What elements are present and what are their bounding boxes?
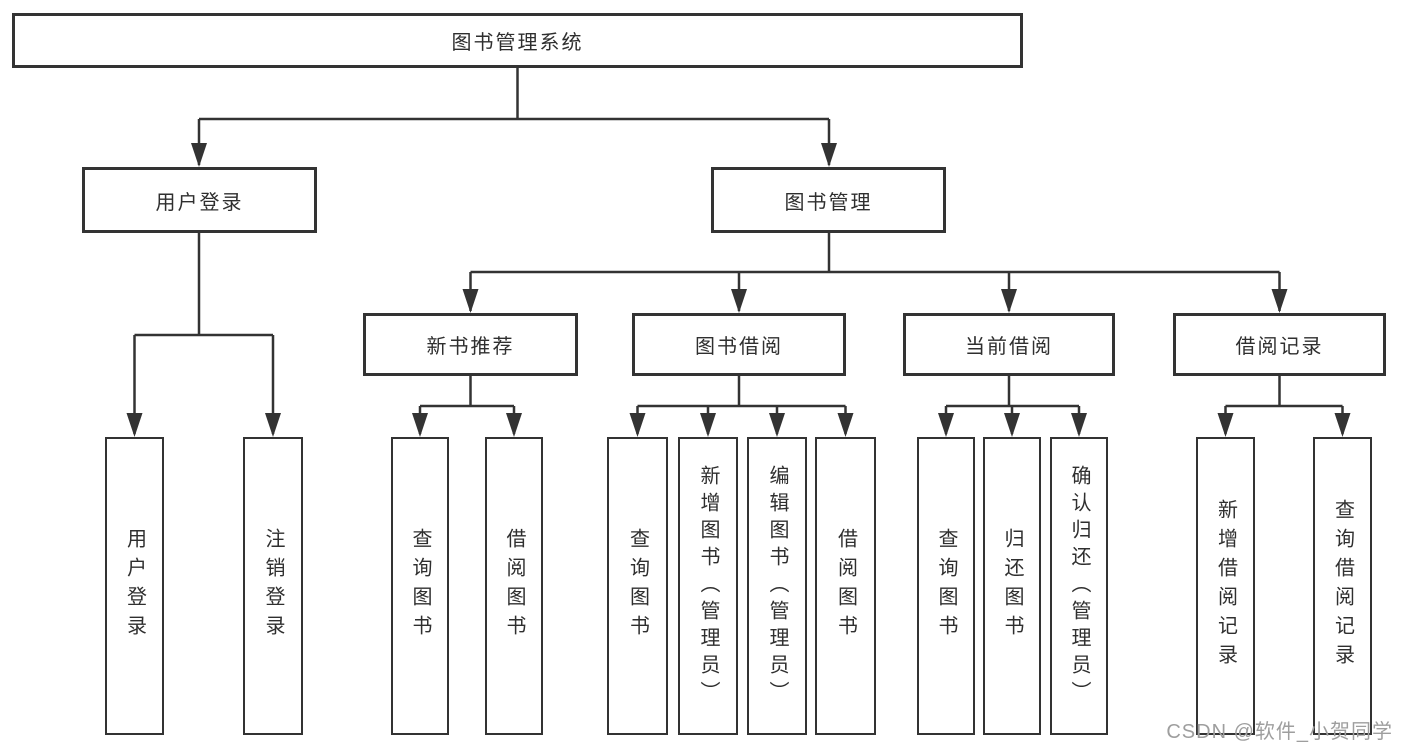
node-current-borrow: 当前借阅	[903, 313, 1115, 376]
csdn-watermark: CSDN @软件_小贺同学	[1166, 721, 1393, 743]
leaf-newrec-query-books: 查询图书	[391, 437, 449, 735]
leaf-newrec-borrow-books: 借阅图书	[485, 437, 543, 735]
arrowhead-markers	[126, 143, 1351, 437]
leaf-logout: 注销登录	[243, 437, 303, 735]
leaf-add-borrow-record: 新增借阅记录	[1196, 437, 1255, 735]
leaf-borrow-query-books: 查询图书	[607, 437, 668, 735]
leaf-confirm-return-admin: 确认归还（管理员）	[1050, 437, 1108, 735]
node-library-management-system: 图书管理系统	[12, 13, 1023, 68]
tree-edges	[133, 68, 1344, 434]
leaf-return-books: 归还图书	[983, 437, 1041, 735]
node-book-management: 图书管理	[711, 167, 946, 233]
leaf-user-login: 用户登录	[105, 437, 164, 735]
node-user-login: 用户登录	[82, 167, 317, 233]
leaf-query-borrow-record: 查询借阅记录	[1313, 437, 1372, 735]
leaf-current-query-books: 查询图书	[917, 437, 975, 735]
node-borrow-records: 借阅记录	[1173, 313, 1386, 376]
node-book-borrow: 图书借阅	[632, 313, 846, 376]
leaf-borrow-books: 借阅图书	[815, 437, 876, 735]
leaf-add-books-admin: 新增图书（管理员）	[678, 437, 738, 735]
node-new-book-recommend: 新书推荐	[363, 313, 578, 376]
leaf-edit-books-admin: 编辑图书（管理员）	[747, 437, 807, 735]
